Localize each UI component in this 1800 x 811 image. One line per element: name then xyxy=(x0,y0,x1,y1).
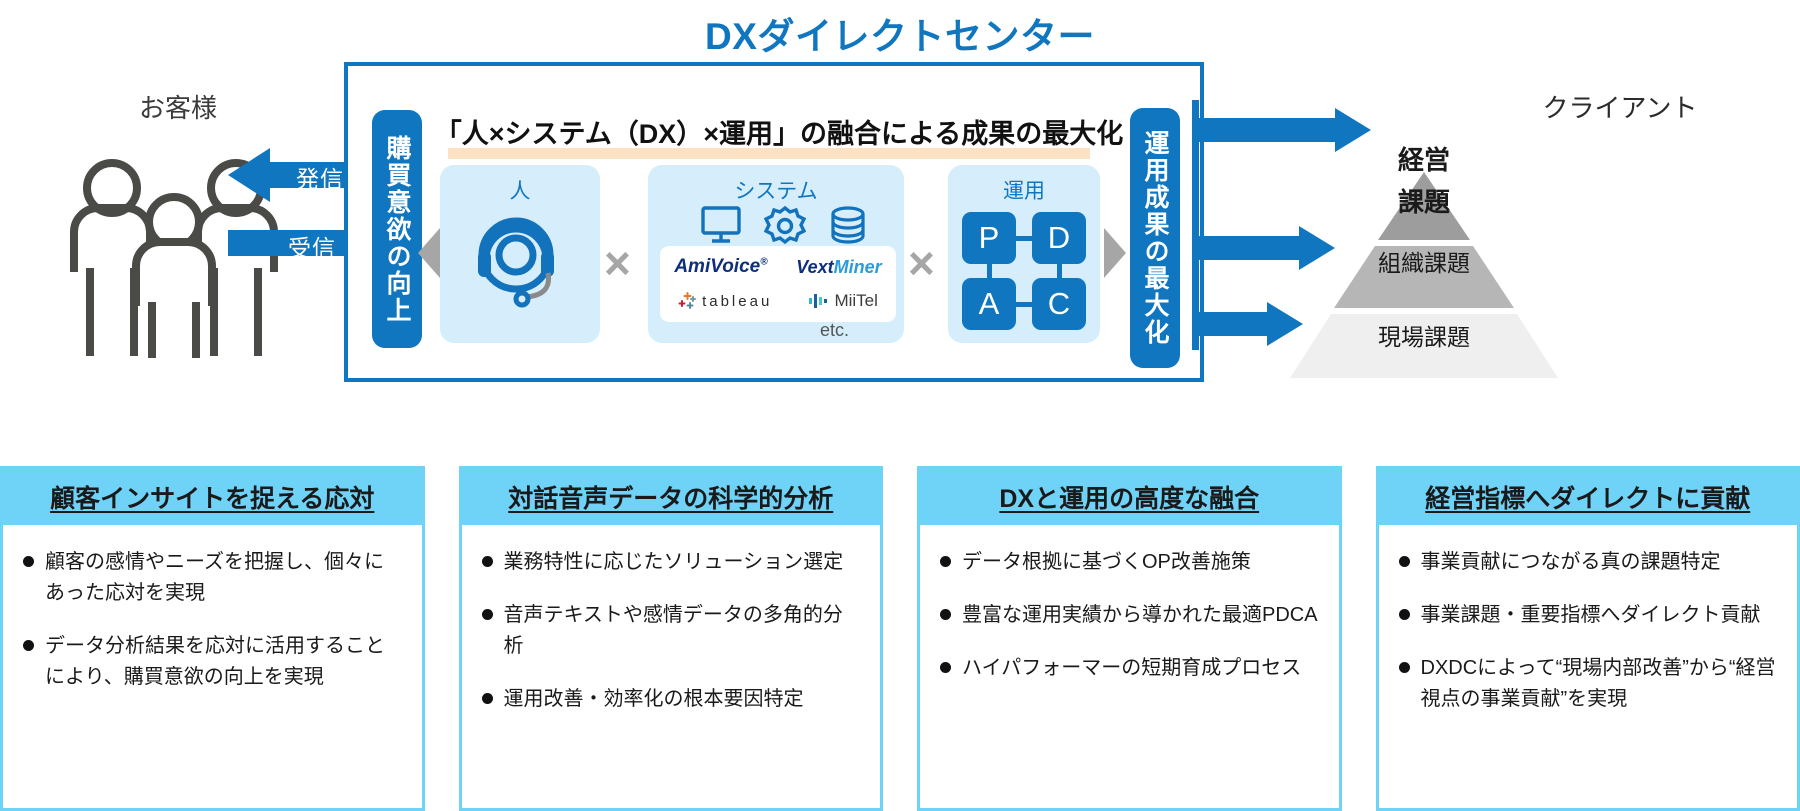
output-arrow-stem xyxy=(1192,100,1199,350)
pyramid-tier-label-3: 組織課題 xyxy=(1378,250,1470,276)
list-item-text: 事業貢献につながる真の課題特定 xyxy=(1420,551,1721,573)
pdca-link-bottom xyxy=(1016,302,1032,307)
panel-people: 人 xyxy=(440,165,600,343)
bullet-dot-icon xyxy=(1398,556,1410,567)
feature-card-body: 業務特性に応じたソリューション選定 音声テキストや感情データの多角的分析 運用改… xyxy=(462,525,881,747)
list-item: データ分析結果を応対に活用することにより、購買意欲の向上を実現 xyxy=(23,631,402,693)
pdca-link-right xyxy=(1057,264,1062,278)
list-item: 音声テキストや感情データの多角的分析 xyxy=(481,600,861,662)
list-item: 事業課題・重要指標へダイレクト貢献 xyxy=(1398,600,1778,631)
output-arrow-2 xyxy=(1195,226,1335,270)
miitel-waveform-icon xyxy=(809,294,828,308)
feature-card-body: データ根拠に基づくOP改善施策 豊富な運用実績から導かれた最適PDCA ハイパフ… xyxy=(920,525,1339,716)
logo-miitel: MiiTel xyxy=(808,291,878,311)
list-item: DXDCによって“現場内部改善”から“経営視点の事業貢献”を実現 xyxy=(1398,653,1778,715)
output-arrow-3 xyxy=(1195,302,1303,346)
list-item-text: 音声テキストや感情データの多角的分析 xyxy=(503,604,843,657)
pyramid-tier-label-4: 現場課題 xyxy=(1378,324,1470,350)
multiply-icon-1: × xyxy=(604,237,631,289)
tableau-mark-icon xyxy=(678,292,697,309)
multiply-icon-2: × xyxy=(908,237,935,289)
list-item-text: 事業課題・重要指標へダイレクト貢献 xyxy=(1420,604,1761,626)
gear-icon xyxy=(763,205,807,252)
feature-card-list: 顧客インサイトを捉える応対 顧客の感情やニーズを把握し、個々にあった応対を実現 … xyxy=(0,466,1800,811)
entry-tab-purchase-intent: 購買意欲の向上 xyxy=(372,110,422,348)
feature-card: 経営指標へダイレクトに貢献 事業貢献につながる真の課題特定 事業課題・重要指標へ… xyxy=(1375,466,1800,811)
pdca-link-left xyxy=(987,264,992,278)
logo-tableau: tableau xyxy=(678,291,772,311)
exit-tab-maximize-results: 運用成果の最大化 xyxy=(1130,108,1180,368)
bullet-dot-icon xyxy=(23,640,34,651)
bullet-dot-icon xyxy=(481,693,493,704)
list-item: 事業貢献につながる真の課題特定 xyxy=(1398,547,1778,578)
arrow-outbound xyxy=(228,148,388,202)
bullet-dot-icon xyxy=(1398,609,1410,620)
bullet-dot-icon xyxy=(481,609,493,620)
flow-triangle-right xyxy=(1104,228,1126,278)
list-item-text: 顧客の感情やニーズを把握し、個々にあった応対を実現 xyxy=(45,551,384,604)
feature-card-title: DXと運用の高度な融合 xyxy=(920,469,1339,525)
arrow-inbound-label: 受信 xyxy=(288,235,336,261)
pdca-plan: P xyxy=(962,212,1016,264)
monitor-icon xyxy=(700,205,742,252)
client-label: クライアント xyxy=(1542,93,1698,123)
page-title: DXダイレクトセンター xyxy=(705,16,1095,57)
output-arrow-1 xyxy=(1195,108,1371,152)
list-item: データ根拠に基づくOP改善施策 xyxy=(940,547,1319,578)
customer-label: お客様 xyxy=(138,93,217,123)
people-group-icon xyxy=(60,150,290,360)
feature-card: 顧客インサイトを捉える応対 顧客の感情やニーズを把握し、個々にあった応対を実現 … xyxy=(0,466,425,811)
panel-system-title: システム xyxy=(734,180,818,203)
bullet-dot-icon xyxy=(940,609,951,620)
pdca-do: D xyxy=(1032,212,1086,264)
pdca-act: A xyxy=(962,278,1016,330)
list-item-text: データ分析結果を応対に活用することにより、購買意欲の向上を実現 xyxy=(45,635,385,688)
list-item-text: 運用改善・効率化の根本要因特定 xyxy=(503,688,804,710)
pyramid-shape xyxy=(1290,172,1558,378)
logo-vextminer: VextMiner xyxy=(796,256,882,277)
feature-card-title: 対話音声データの科学的分析 xyxy=(461,469,880,525)
headset-icon xyxy=(468,207,574,318)
flow-triangle-left xyxy=(418,228,440,278)
list-item: 豊富な運用実績から導かれた最適PDCA xyxy=(940,600,1319,631)
feature-card-body: 顧客の感情やニーズを把握し、個々にあった応対を実現 データ分析結果を応対に活用す… xyxy=(3,525,422,725)
pdca-cycle: P D A C xyxy=(962,212,1086,330)
panel-people-title: 人 xyxy=(509,180,531,203)
list-item-text: 業務特性に応じたソリューション選定 xyxy=(503,551,844,573)
list-item: 運用改善・効率化の根本要因特定 xyxy=(481,684,861,715)
feature-card: 対話音声データの科学的分析 業務特性に応じたソリューション選定 音声テキストや感… xyxy=(458,466,883,811)
bullet-dot-icon xyxy=(23,556,34,567)
arrow-outbound-label: 発信 xyxy=(296,166,344,192)
pyramid-tier-label-2: 課題 xyxy=(1397,187,1450,217)
database-icon xyxy=(828,205,868,252)
logo-amivoice: AmiVoice® xyxy=(674,256,768,277)
bullet-dot-icon xyxy=(940,662,951,673)
list-item: ハイパフォーマーの短期育成プロセス xyxy=(940,653,1319,684)
bullet-dot-icon xyxy=(940,556,951,567)
panel-operations-title: 運用 xyxy=(1003,180,1045,203)
list-item-text: 豊富な運用実績から導かれた最適PDCA xyxy=(962,604,1318,626)
pdca-check: C xyxy=(1032,278,1086,330)
bullet-dot-icon xyxy=(481,556,493,567)
feature-card: DXと運用の高度な融合 データ根拠に基づくOP改善施策 豊富な運用実績から導かれ… xyxy=(917,466,1342,811)
feature-card-title: 顧客インサイトを捉える応対 xyxy=(3,469,422,525)
etc-label: etc. xyxy=(820,320,850,340)
solution-logos-card: AmiVoice® VextMiner tableau xyxy=(660,246,896,322)
feature-card-body: 事業貢献につながる真の課題特定 事業課題・重要指標へダイレクト貢献 DXDCによ… xyxy=(1379,525,1798,747)
bullet-dot-icon xyxy=(1398,662,1410,673)
list-item-text: DXDCによって“現場内部改善”から“経営視点の事業貢献”を実現 xyxy=(1420,657,1776,710)
list-item: 顧客の感情やニーズを把握し、個々にあった応対を実現 xyxy=(23,547,402,609)
fusion-headline: 「人×システム（DX）×運用」の融合による成果の最大化 xyxy=(434,119,1124,149)
client-issue-pyramid: 経営 課題 組織課題 現場課題 xyxy=(1274,130,1574,380)
pyramid-tier-label-1: 経営 xyxy=(1397,145,1450,175)
list-item: 業務特性に応じたソリューション選定 xyxy=(481,547,861,578)
pdca-link-top xyxy=(1016,236,1032,241)
feature-card-title: 経営指標へダイレクトに貢献 xyxy=(1378,469,1797,525)
list-item-text: データ根拠に基づくOP改善施策 xyxy=(962,551,1251,573)
list-item-text: ハイパフォーマーの短期育成プロセス xyxy=(962,657,1302,679)
headline-highlight-bar xyxy=(448,148,1090,159)
